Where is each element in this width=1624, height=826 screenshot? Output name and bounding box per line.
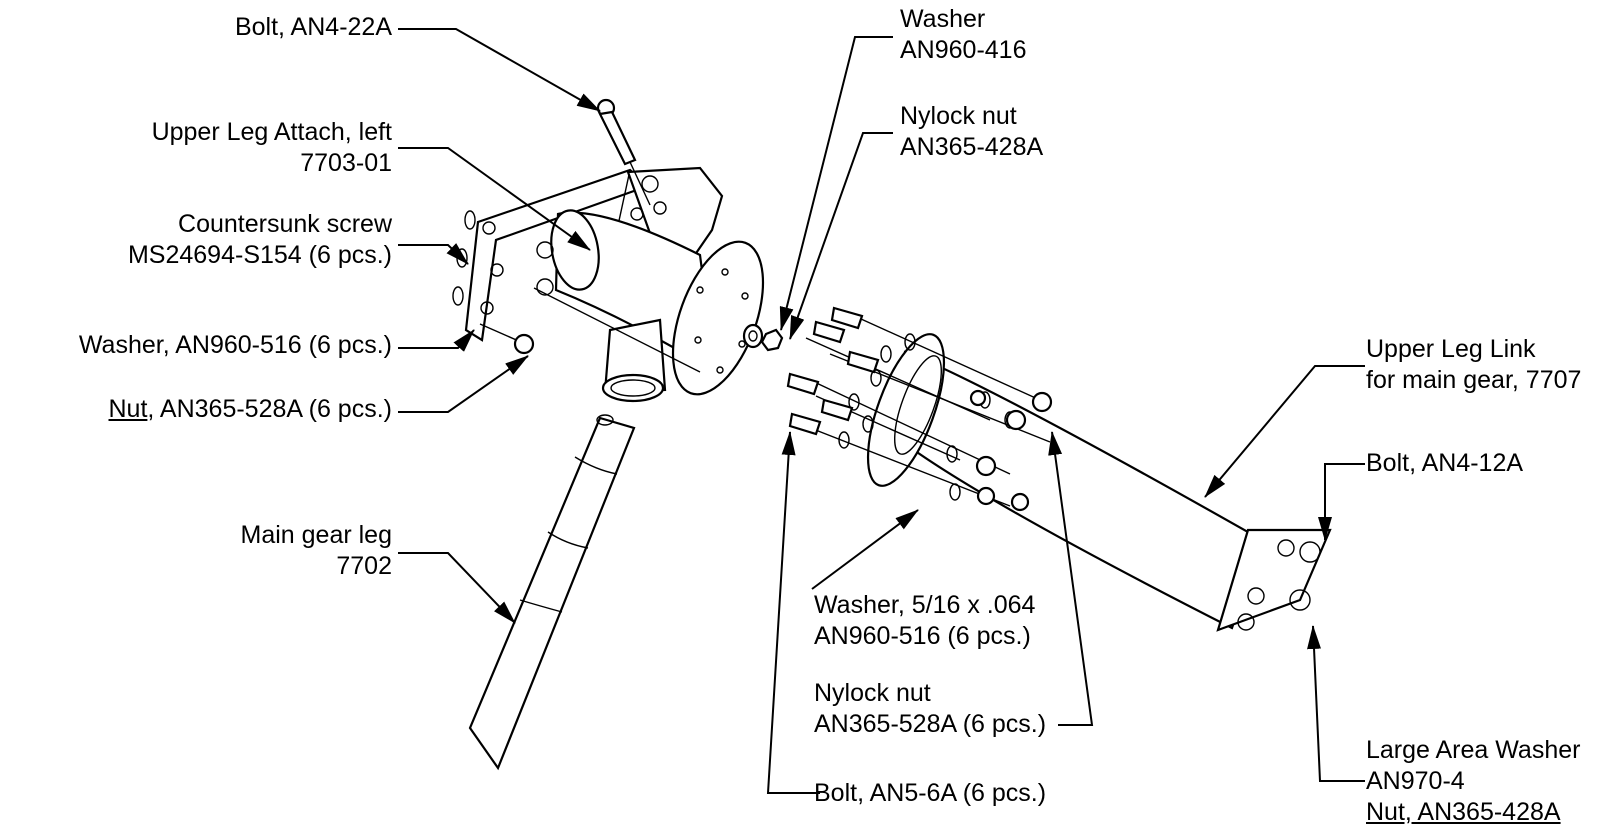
label-washer-top-line2: AN960-416 [900, 36, 1027, 64]
label-main-gear-leg: Main gear leg 7702 [241, 520, 392, 582]
label-upper-leg-link-line2: for main gear, 7707 [1366, 366, 1582, 394]
label-upper-leg-attach: Upper Leg Attach, left 7703-01 [152, 117, 392, 179]
label-nylock-mid: Nylock nut AN365-528A (6 pcs.) [814, 678, 1046, 740]
label-nylock-top-line1: Nylock nut [900, 102, 1017, 130]
label-upper-leg-link-line1: Upper Leg Link [1366, 335, 1536, 363]
label-washer-top: Washer AN960-416 [900, 4, 1026, 66]
label-main-gear-leg-line1: Main gear leg [240, 521, 392, 549]
label-nylock-mid-line1: Nylock nut [814, 679, 931, 707]
washer-nut-top-part [742, 323, 784, 352]
label-law-line3: Nut, AN365-428A [1366, 798, 1561, 826]
label-bolt-bottom: Bolt, AN5-6A (6 pcs.) [814, 779, 1047, 807]
label-bolt-top: Bolt, AN4-22A [234, 13, 392, 41]
label-main-gear-leg-line2: 7702 [336, 552, 392, 580]
label-countersunk-screw: Countersunk screw MS24694-S154 (6 pcs.) [128, 209, 392, 271]
label-law-line2: AN970-4 [1366, 767, 1465, 795]
label-washer-top-line1: Washer [900, 5, 986, 33]
leader-lines [398, 28, 1365, 794]
label-upper-leg-link: Upper Leg Link for main gear, 7707 [1366, 334, 1581, 396]
label-upper-leg-attach-line1: Upper Leg Attach, left [151, 118, 392, 146]
label-washer-mid-line1: Washer, 5/16 x .064 [814, 591, 1036, 619]
label-washer-mid: Washer, 5/16 x .064 AN960-516 (6 pcs.) [814, 590, 1035, 652]
label-washer-left: Washer, AN960-516 (6 pcs.) [78, 331, 392, 359]
label-nylock-top-line2: AN365-428A [900, 133, 1044, 161]
upper-leg-link-part [866, 333, 1332, 632]
label-washer-mid-line2: AN960-516 (6 pcs.) [814, 622, 1031, 650]
label-nut-left-word: Nut [108, 395, 148, 423]
label-large-area-washer: Large Area Washer AN970-4 Nut, AN365-428… [1366, 735, 1580, 826]
label-bolt-right: Bolt, AN4-12A [1366, 449, 1524, 477]
bolts-washers-middle-part [786, 306, 1053, 512]
main-gear-leg-part [468, 414, 636, 771]
label-nut-left: Nut, AN365-528A (6 pcs.) [109, 394, 393, 425]
label-upper-leg-attach-line2: 7703-01 [300, 149, 392, 177]
label-nut-left-rest: , AN365-528A (6 pcs.) [147, 395, 392, 423]
label-nylock-mid-line2: AN365-528A (6 pcs.) [814, 710, 1047, 738]
label-countersunk-line2: MS24694-S154 (6 pcs.) [127, 241, 392, 269]
label-law-line1: Large Area Washer [1366, 736, 1581, 764]
label-nylock-top: Nylock nut AN365-428A [900, 101, 1043, 163]
upper-leg-attach-part [452, 166, 765, 403]
label-countersunk-line1: Countersunk screw [178, 210, 392, 238]
